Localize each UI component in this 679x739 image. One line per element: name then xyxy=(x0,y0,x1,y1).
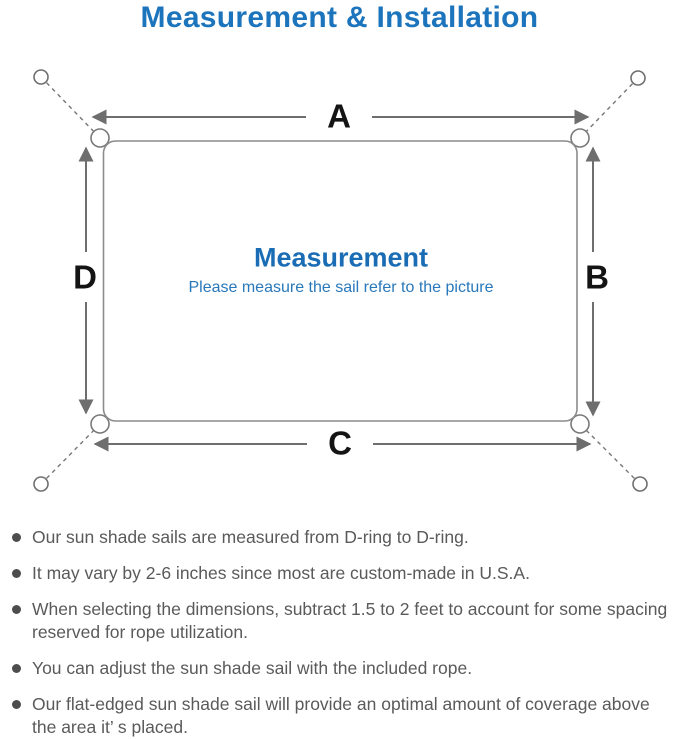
dimension-label-b: B xyxy=(585,258,609,296)
anchor-point-circle-top-right xyxy=(630,70,646,86)
page-title: Measurement & Installation xyxy=(140,1,539,34)
bullet-icon xyxy=(12,533,21,542)
d-ring-icon-top-right xyxy=(570,128,590,148)
list-item: Our sun shade sails are measured from D-… xyxy=(12,526,670,549)
bullet-icon xyxy=(12,605,21,614)
list-item: Our flat-edged sun shade sail will provi… xyxy=(12,693,670,739)
d-ring-icon-bottom-right xyxy=(570,414,590,434)
rope-dashed-line-top-left xyxy=(40,76,104,142)
d-ring-icon-bottom-left xyxy=(90,414,110,434)
rope-dashed-line-top-right xyxy=(576,77,639,142)
anchor-point-circle-top-left xyxy=(33,69,49,85)
sail-outline xyxy=(102,140,578,422)
bullet-icon xyxy=(12,664,21,673)
list-item: It may vary by 2-6 inches since most are… xyxy=(12,562,670,585)
diagram-center-subtitle: Please measure the sail refer to the pic… xyxy=(188,279,494,296)
rope-dashed-line-bottom-right xyxy=(576,420,641,485)
dimension-label-d: D xyxy=(73,258,97,296)
bullet-icon xyxy=(12,569,21,578)
diagram-center-title: Measurement xyxy=(253,242,429,273)
bullet-icon xyxy=(12,700,21,709)
notes-list: Our sun shade sails are measured from D-… xyxy=(12,526,670,739)
note-text: You can adjust the sun shade sail with t… xyxy=(32,658,473,678)
rope-dashed-line-bottom-left xyxy=(40,420,104,485)
d-ring-icon-top-left xyxy=(90,128,110,148)
note-text: It may vary by 2-6 inches since most are… xyxy=(32,563,530,583)
note-text: Our flat-edged sun shade sail will provi… xyxy=(32,694,650,737)
anchor-point-circle-bottom-right xyxy=(632,476,648,492)
list-item: When selecting the dimensions, subtract … xyxy=(12,598,670,644)
list-item: You can adjust the sun shade sail with t… xyxy=(12,657,670,680)
dimension-label-a: A xyxy=(327,97,351,135)
anchor-point-circle-bottom-left xyxy=(33,476,49,492)
note-text: When selecting the dimensions, subtract … xyxy=(32,599,668,642)
note-text: Our sun shade sails are measured from D-… xyxy=(32,527,469,547)
dimension-label-c: C xyxy=(328,424,352,462)
